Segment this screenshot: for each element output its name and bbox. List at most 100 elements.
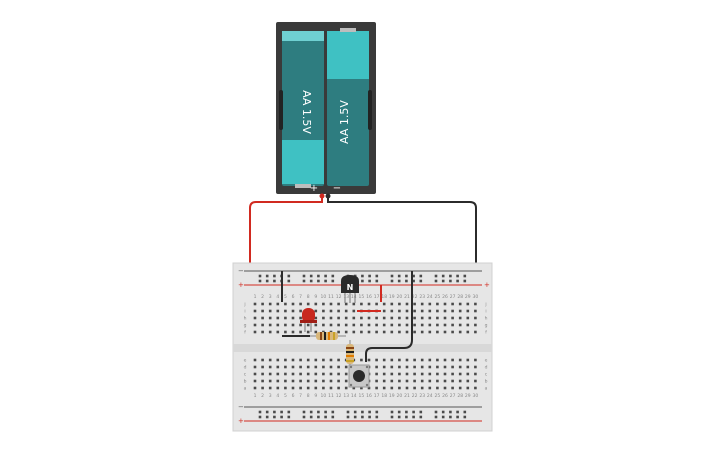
breadboard-hole[interactable] bbox=[474, 316, 477, 320]
breadboard-hole[interactable] bbox=[258, 274, 262, 278]
breadboard-hole[interactable] bbox=[382, 372, 386, 376]
breadboard-hole[interactable] bbox=[451, 309, 454, 313]
breadboard-hole[interactable] bbox=[329, 365, 333, 369]
breadboard-hole[interactable] bbox=[361, 279, 364, 283]
breadboard-hole[interactable] bbox=[451, 365, 454, 369]
breadboard-hole[interactable] bbox=[261, 330, 264, 334]
breadboard-hole[interactable] bbox=[368, 410, 371, 414]
breadboard-hole[interactable] bbox=[337, 379, 340, 383]
breadboard-hole[interactable] bbox=[466, 372, 470, 376]
breadboard-hole[interactable] bbox=[314, 309, 318, 313]
breadboard-hole[interactable] bbox=[458, 358, 462, 362]
breadboard-hole[interactable] bbox=[337, 358, 340, 362]
breadboard-hole[interactable] bbox=[322, 316, 325, 320]
breadboard-hole[interactable] bbox=[329, 309, 333, 313]
breadboard-hole[interactable] bbox=[352, 330, 356, 334]
breadboard-hole[interactable] bbox=[466, 365, 470, 369]
breadboard-hole[interactable] bbox=[368, 415, 371, 419]
breadboard-hole[interactable] bbox=[337, 302, 340, 306]
breadboard-hole[interactable] bbox=[458, 302, 462, 306]
breadboard-hole[interactable] bbox=[434, 274, 438, 278]
breadboard-hole[interactable] bbox=[405, 372, 409, 376]
breadboard-hole[interactable] bbox=[420, 302, 424, 306]
breadboard-hole[interactable] bbox=[382, 316, 386, 320]
breadboard-hole[interactable] bbox=[265, 279, 269, 283]
breadboard-hole[interactable] bbox=[398, 309, 401, 313]
breadboard-hole[interactable] bbox=[309, 279, 313, 283]
breadboard-hole[interactable] bbox=[419, 279, 423, 283]
breadboard-hole[interactable] bbox=[436, 386, 439, 390]
breadboard-hole[interactable] bbox=[291, 386, 295, 390]
breadboard-hole[interactable] bbox=[331, 279, 335, 283]
breadboard-hole[interactable] bbox=[434, 415, 438, 419]
breadboard-hole[interactable] bbox=[413, 372, 416, 376]
battery-pack[interactable]: AA 1.5V AA 1.5V + − bbox=[276, 22, 376, 199]
breadboard-hole[interactable] bbox=[322, 386, 325, 390]
breadboard-hole[interactable] bbox=[398, 302, 401, 306]
breadboard-hole[interactable] bbox=[466, 386, 470, 390]
breadboard-hole[interactable] bbox=[268, 330, 272, 334]
breadboard-hole[interactable] bbox=[258, 410, 262, 414]
jumper-wire-black-right[interactable] bbox=[365, 271, 413, 362]
breadboard-hole[interactable] bbox=[287, 410, 291, 414]
breadboard-hole[interactable] bbox=[405, 365, 409, 369]
breadboard-hole[interactable] bbox=[436, 316, 439, 320]
breadboard-hole[interactable] bbox=[428, 309, 432, 313]
breadboard-hole[interactable] bbox=[317, 274, 320, 278]
breadboard-hole[interactable] bbox=[398, 330, 401, 334]
breadboard-hole[interactable] bbox=[405, 410, 408, 414]
breadboard-holes[interactable] bbox=[253, 274, 477, 419]
breadboard-hole[interactable] bbox=[276, 330, 280, 334]
breadboard-hole[interactable] bbox=[329, 323, 333, 327]
breadboard-hole[interactable] bbox=[306, 302, 310, 306]
breadboard-hole[interactable] bbox=[398, 358, 401, 362]
breadboard-hole[interactable] bbox=[420, 372, 424, 376]
breadboard-hole[interactable] bbox=[360, 330, 363, 334]
breadboard-hole[interactable] bbox=[398, 323, 401, 327]
breadboard-hole[interactable] bbox=[434, 410, 438, 414]
breadboard-hole[interactable] bbox=[265, 410, 269, 414]
breadboard-hole[interactable] bbox=[474, 386, 477, 390]
breadboard-hole[interactable] bbox=[405, 415, 408, 419]
breadboard-hole[interactable] bbox=[360, 316, 363, 320]
breadboard-hole[interactable] bbox=[420, 309, 424, 313]
breadboard-hole[interactable] bbox=[441, 274, 445, 278]
breadboard-hole[interactable] bbox=[299, 302, 302, 306]
breadboard-hole[interactable] bbox=[261, 372, 264, 376]
breadboard-hole[interactable] bbox=[382, 358, 386, 362]
breadboard-hole[interactable] bbox=[276, 358, 280, 362]
breadboard-hole[interactable] bbox=[284, 316, 287, 320]
breadboard-hole[interactable] bbox=[253, 302, 257, 306]
breadboard-hole[interactable] bbox=[302, 279, 306, 283]
breadboard-hole[interactable] bbox=[291, 302, 295, 306]
breadboard-hole[interactable] bbox=[253, 316, 257, 320]
breadboard-hole[interactable] bbox=[344, 386, 348, 390]
breadboard-hole[interactable] bbox=[456, 274, 459, 278]
breadboard-hole[interactable] bbox=[306, 379, 310, 383]
breadboard-hole[interactable] bbox=[314, 379, 318, 383]
battery-negative-terminal[interactable] bbox=[325, 193, 331, 199]
breadboard-hole[interactable] bbox=[284, 330, 287, 334]
breadboard-hole[interactable] bbox=[451, 379, 454, 383]
breadboard-hole[interactable] bbox=[337, 309, 340, 313]
breadboard-hole[interactable] bbox=[329, 372, 333, 376]
breadboard-hole[interactable] bbox=[284, 379, 287, 383]
breadboard-hole[interactable] bbox=[331, 274, 335, 278]
resistor-horizontal[interactable] bbox=[310, 332, 346, 340]
breadboard-hole[interactable] bbox=[382, 379, 386, 383]
breadboard-hole[interactable] bbox=[420, 379, 424, 383]
breadboard-hole[interactable] bbox=[367, 330, 371, 334]
breadboard-hole[interactable] bbox=[443, 358, 447, 362]
breadboard-hole[interactable] bbox=[375, 372, 378, 376]
breadboard-hole[interactable] bbox=[397, 410, 401, 414]
breadboard-hole[interactable] bbox=[474, 309, 477, 313]
breadboard-hole[interactable] bbox=[268, 323, 272, 327]
breadboard-hole[interactable] bbox=[337, 316, 340, 320]
breadboard-hole[interactable] bbox=[253, 323, 257, 327]
breadboard-hole[interactable] bbox=[474, 372, 477, 376]
breadboard-hole[interactable] bbox=[443, 330, 447, 334]
breadboard-hole[interactable] bbox=[375, 279, 379, 283]
breadboard-hole[interactable] bbox=[276, 309, 280, 313]
breadboard-hole[interactable] bbox=[466, 358, 470, 362]
